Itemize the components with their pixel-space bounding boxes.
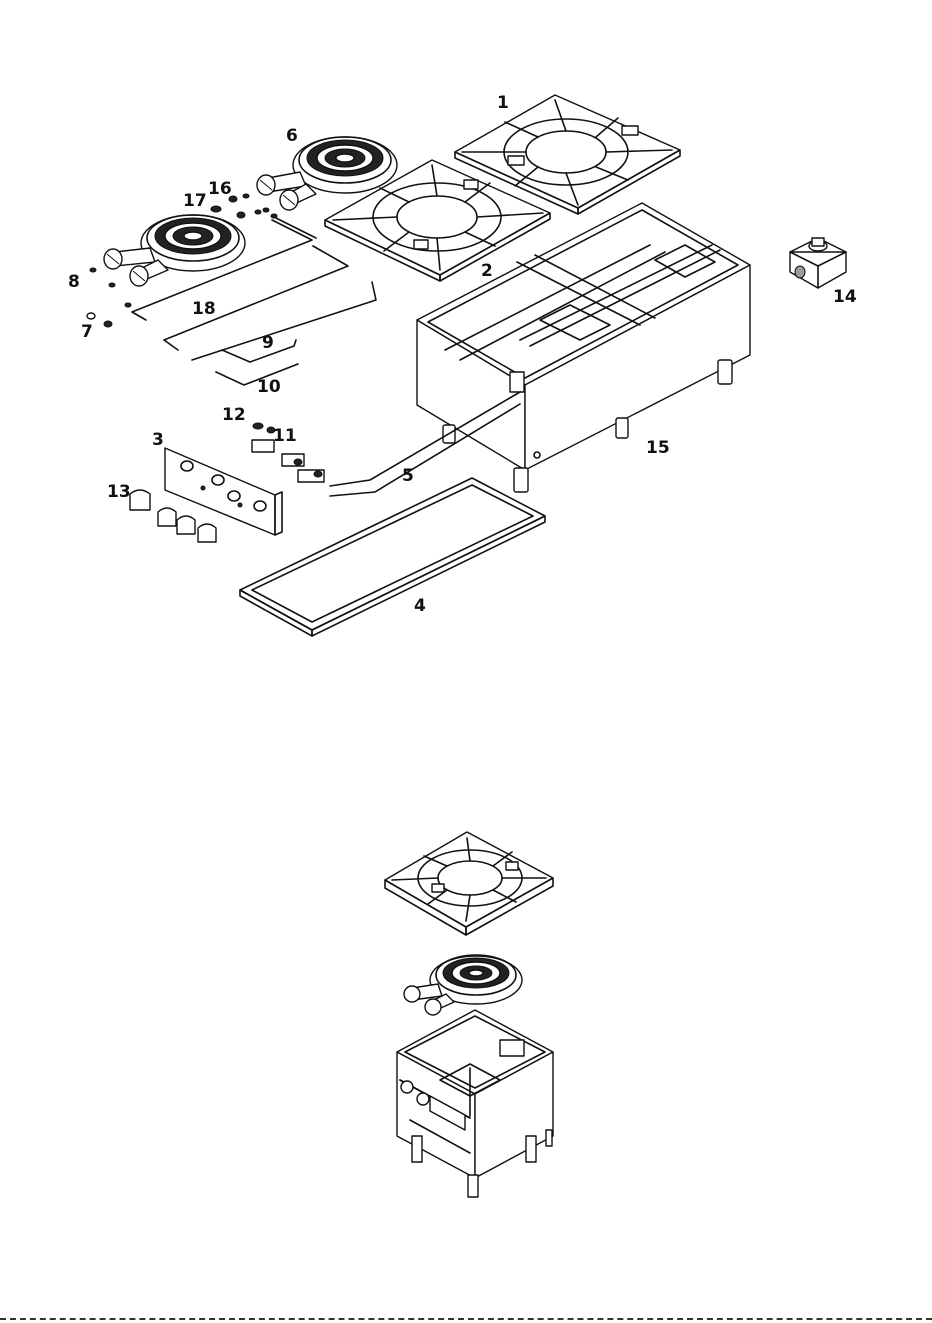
label-14: 14 [833,287,857,307]
label-18: 18 [192,299,216,319]
label-9: 9 [262,333,274,353]
label-15: 15 [646,438,670,458]
assembled-burner [404,955,522,1015]
label-17: 17 [183,191,207,211]
label-4: 4 [414,596,426,616]
label-16: 16 [208,179,232,199]
label-12: 12 [222,405,246,425]
assembled-cabinet [397,1010,553,1197]
label-8: 8 [68,272,80,292]
label-3: 3 [152,430,164,450]
label-13: 13 [107,482,131,502]
label-2: 2 [481,261,493,281]
assembled-grate [385,832,553,935]
label-7: 7 [81,322,93,342]
label-1: 1 [497,93,509,113]
label-11: 11 [273,426,297,446]
label-6: 6 [286,126,298,146]
page-bottom-border [0,1318,932,1320]
drip-tray [240,478,545,636]
label-10: 10 [257,377,281,397]
gas-regulator [790,238,846,288]
label-5: 5 [402,466,414,486]
